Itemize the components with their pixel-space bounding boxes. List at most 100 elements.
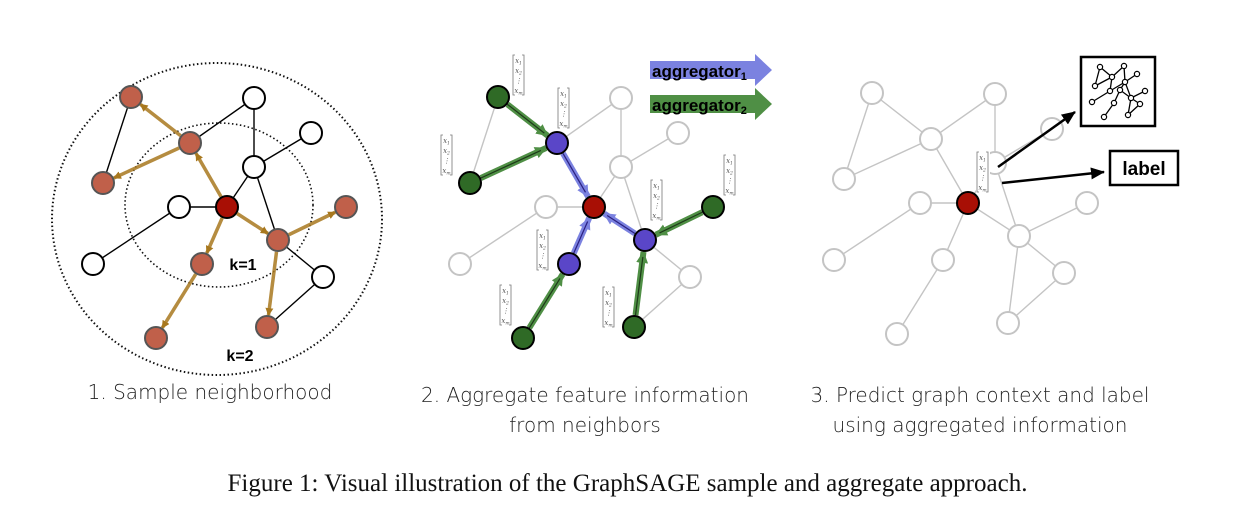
- graph-edge: [92, 206, 180, 265]
- mini-edge: [1094, 66, 1101, 87]
- mini-edge: [1091, 90, 1111, 103]
- arrow-core: [634, 256, 644, 316]
- mini-node: [1121, 78, 1129, 86]
- vector-entry: x1: [539, 232, 546, 242]
- bracket-right: [509, 284, 512, 326]
- mini-node: [1100, 113, 1108, 121]
- graph-edge: [1018, 202, 1088, 237]
- arrow-core: [562, 153, 587, 193]
- label-box-border: [1108, 149, 1180, 187]
- unsampled-node: [299, 121, 323, 145]
- graph-edge: [102, 96, 132, 184]
- bracket-right: [733, 154, 736, 196]
- sampled-edge-arrow: [205, 217, 224, 254]
- sampled-node: [91, 171, 115, 195]
- bracket-right: [567, 87, 570, 129]
- sampled-node: [119, 85, 143, 109]
- sampled-edge-arrow: [265, 251, 279, 317]
- arrow-core: [659, 211, 703, 234]
- hop1-node: [557, 252, 581, 276]
- mini-node: [1106, 87, 1114, 95]
- vector-entry: ⋮: [560, 110, 567, 118]
- bracket-left: [440, 134, 443, 176]
- graph-edge: [620, 166, 646, 241]
- mini-node: [1136, 100, 1144, 108]
- sampled-edge-arrow: [160, 273, 198, 329]
- graph-node: [822, 248, 846, 272]
- hop2-node: [701, 195, 725, 219]
- k2-label: k=2: [226, 348, 253, 365]
- outer-hop-circle: [51, 62, 383, 376]
- panel-sample-neighborhood: k=1k=2: [51, 62, 383, 376]
- vector-entry: x1: [979, 154, 986, 164]
- caption-panel-1: 1. Sample neighborhood: [40, 377, 380, 407]
- graph-edge: [266, 276, 324, 328]
- unsampled-node: [311, 265, 335, 289]
- vector-entry: ⋮: [502, 307, 509, 315]
- bracket-right: [522, 54, 525, 96]
- vector-entry: x1: [653, 182, 660, 192]
- label-box: label: [1108, 149, 1180, 187]
- vector-entry: x2: [653, 192, 660, 202]
- graph-edge: [556, 97, 622, 144]
- vector-entry: xm: [442, 167, 450, 177]
- vector-entry: x2: [539, 242, 546, 252]
- vector-entry: xm: [559, 120, 567, 130]
- mini-node: [1120, 62, 1128, 70]
- caption-line: 2. Aggregate feature information: [421, 383, 749, 407]
- arrow-core: [573, 221, 589, 254]
- vector-entry: x2: [502, 297, 509, 307]
- mini-node: [1091, 82, 1099, 90]
- vector-background: [976, 150, 990, 194]
- hop2-node: [458, 171, 482, 195]
- unused-node: [448, 252, 472, 276]
- caption-panel-3: 3. Predict graph context and label using…: [785, 380, 1175, 440]
- inner-hop-circle: [124, 122, 314, 288]
- vector-entry: ⋮: [979, 174, 986, 182]
- graph-node: [919, 127, 943, 151]
- graph-edge: [253, 166, 279, 241]
- label-text: label: [1122, 159, 1165, 180]
- vector-entry: x1: [515, 57, 522, 67]
- graph-context-arrow: [997, 110, 1076, 169]
- vector-entry: xm: [652, 212, 660, 222]
- vector-entry: x1: [502, 287, 509, 297]
- mini-node: [1110, 99, 1118, 107]
- graph-edge: [896, 259, 944, 335]
- graph-node: [1007, 224, 1031, 248]
- graph-edge: [994, 162, 1020, 237]
- unsampled-node: [167, 195, 191, 219]
- vector-entry: xm: [501, 317, 509, 327]
- unsampled-node: [81, 252, 105, 276]
- hop1-node: [545, 131, 569, 155]
- mini-node: [1127, 94, 1135, 102]
- mini-edge: [1094, 76, 1113, 87]
- graph-edge: [843, 92, 873, 180]
- hop2-node: [486, 85, 510, 109]
- mini-node: [1133, 70, 1141, 78]
- label-arrow: [1001, 167, 1105, 185]
- bracket-left: [602, 286, 605, 328]
- mini-node: [1088, 98, 1096, 106]
- sampled-node: [178, 131, 202, 155]
- mini-node: [1124, 111, 1132, 119]
- arrow-core: [480, 149, 542, 179]
- unused-node: [666, 121, 690, 145]
- vector-entry: xm: [725, 187, 733, 197]
- bracket-left: [512, 54, 515, 96]
- bracket-right: [660, 179, 663, 221]
- hop1-node: [633, 228, 657, 252]
- graph-node: [885, 322, 909, 346]
- vector-entry: ⋮: [605, 309, 612, 317]
- vector-entry: x2: [515, 67, 522, 77]
- bracket-left: [557, 87, 560, 129]
- graph-node: [931, 248, 955, 272]
- sampled-node: [190, 252, 214, 276]
- sampled-node: [144, 326, 168, 350]
- mini-node: [1141, 87, 1149, 95]
